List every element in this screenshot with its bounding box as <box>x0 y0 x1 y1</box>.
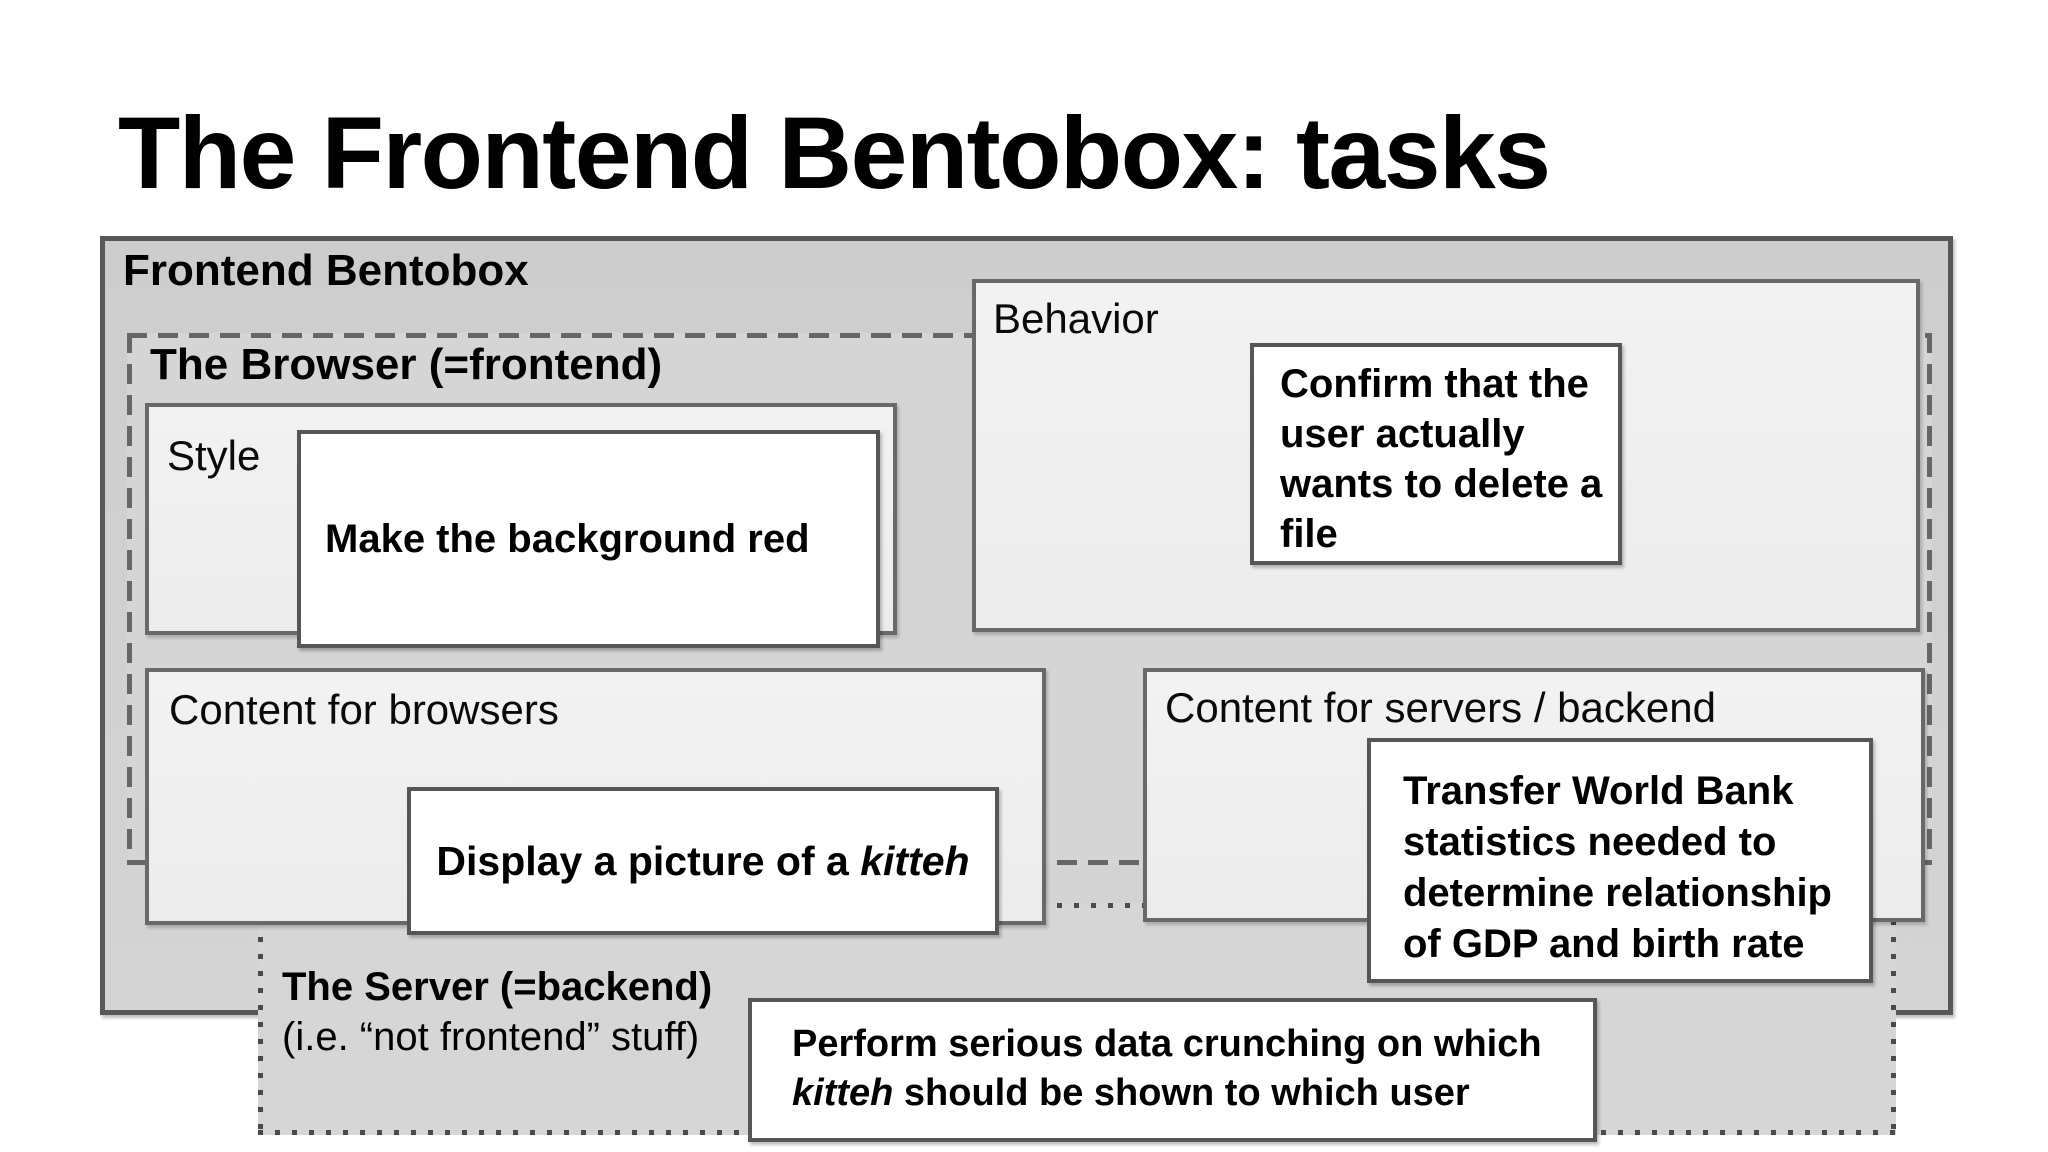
display-kitteh-card: Display a picture of a kitteh <box>407 787 999 935</box>
server-zone-title: The Server (=backend) <box>282 965 713 1009</box>
server-task-line2: kitteh should be shown to which user <box>792 1069 1593 1118</box>
content-browsers-label: Content for browsers <box>169 686 559 733</box>
transfer-stats-line: determine relationship <box>1403 871 1832 915</box>
display-kitteh-prefix: Display a picture of a <box>436 837 861 884</box>
make-background-card: Make the background red <box>297 430 880 648</box>
server-zone-label: The Server (=backend) (i.e. “not fronten… <box>282 962 712 1062</box>
behavior-label: Behavior <box>993 295 1159 342</box>
style-label: Style <box>167 432 261 479</box>
make-background-text: Make the background red <box>325 516 810 561</box>
server-zone-subtitle: (i.e. “not frontend” stuff) <box>282 1015 700 1059</box>
frontend-bentobox-label: Frontend Bentobox <box>123 246 529 295</box>
server-border-left-dotted <box>258 903 263 1135</box>
slide-title: The Frontend Bentobox: tasks <box>118 96 1551 210</box>
content-servers-label: Content for servers / backend <box>1165 684 1716 731</box>
confirm-delete-line: wants to delete a <box>1280 462 1603 506</box>
display-kitteh-italic: kitteh <box>860 837 970 884</box>
server-border-right-dotted <box>1891 903 1896 1135</box>
transfer-stats-line: Transfer World Bank <box>1403 769 1794 813</box>
browser-zone-label: The Browser (=frontend) <box>150 340 663 389</box>
transfer-stats-line: of GDP and birth rate <box>1403 922 1805 966</box>
server-task-card: Perform serious data crunching on which … <box>748 998 1597 1142</box>
browser-border-left-dashed <box>127 333 132 865</box>
confirm-delete-line: Confirm that the <box>1280 362 1589 406</box>
confirm-delete-card: Confirm that the user actually wants to … <box>1250 343 1622 565</box>
confirm-delete-line: user actually <box>1280 412 1525 456</box>
server-task-line2-italic: kitteh <box>792 1072 894 1114</box>
server-task-line2-rest: should be shown to which user <box>893 1072 1470 1114</box>
server-border-top-dotted <box>258 903 1896 908</box>
transfer-stats-card: Transfer World Bank statistics needed to… <box>1367 738 1873 983</box>
transfer-stats-line: statistics needed to <box>1403 820 1777 864</box>
server-task-line1: Perform serious data crunching on which <box>792 1023 1542 1065</box>
confirm-delete-line: file <box>1280 512 1338 556</box>
browser-border-right-dashed <box>1927 333 1932 865</box>
display-kitteh-text: Display a picture of a kitteh <box>436 838 969 885</box>
